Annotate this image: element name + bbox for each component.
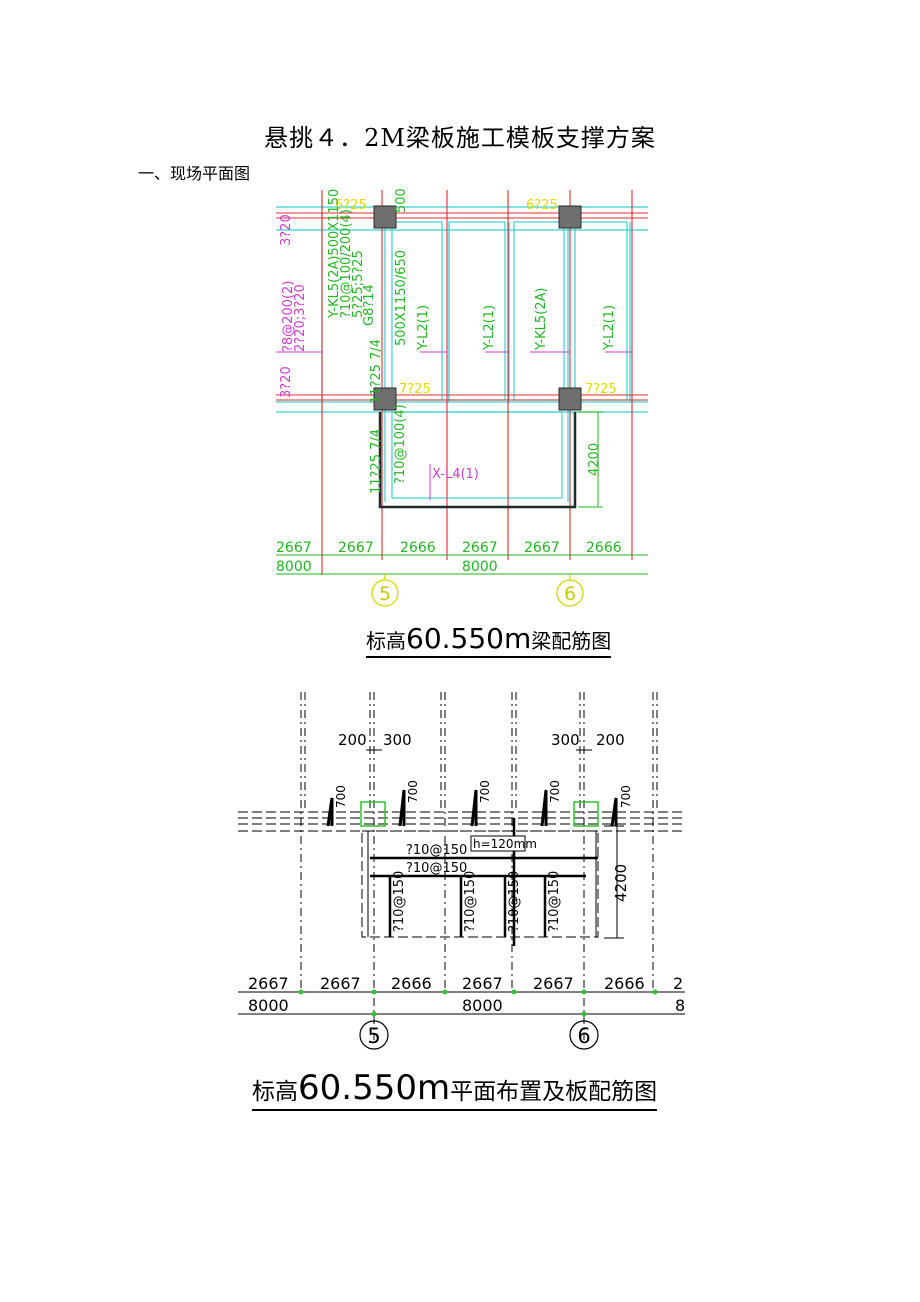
column-6 [573,801,599,827]
left-mid-stirrup: ?8@200(2) [281,281,296,352]
kl5-label-a: Y-KL5(2A)500X1150 [327,189,342,319]
dim2-1-1: 2667 [248,974,289,993]
kl5-label-c: 5?25;5?25 [351,250,366,318]
left-mid-bars: 2?20;3?20 [293,284,308,352]
top-bar-length-4: 700 [548,780,562,803]
top-bar-length-1: 700 [334,785,348,808]
dim2-2-2: 8000 [462,996,503,1015]
dim-1-2: 2667 [338,540,374,556]
dim2-1-3: 2666 [391,974,432,993]
dim2-1-6: 2666 [604,974,645,993]
dim-2-1: 8000 [276,559,312,575]
span-label-a: 11?25 7/4 [369,339,384,404]
slab-outline [276,196,648,502]
beam-l2-label-b: Y-L2(1) [482,305,497,351]
axis2-label-5: 5 [367,1024,380,1048]
axis2-bubble-6 [569,1020,599,1050]
column-6-top [558,205,582,229]
section-heading: 一、现场平面图 [138,164,251,183]
dim-1-5: 2667 [524,540,560,556]
slab-thickness: h=120mm [473,837,537,851]
top-size-label: 500 [394,188,409,213]
beam-kl5-mid-label: Y-KL5(2A) [534,288,549,351]
drawing2-caption: 标高60.550m平面布置及板配筋图 [252,1068,658,1111]
top-bar-length-5: 700 [619,785,633,808]
dim2-1-2: 2667 [320,974,361,993]
column-6-bottom [558,387,582,411]
left-offset-b: 300 [383,731,412,749]
axis2-label-6: 6 [577,1024,590,1048]
drawing1-caption: 标高60.550m梁配筋图 [366,622,612,658]
right-offset-a: 300 [551,731,580,749]
top-bar-length-2: 700 [406,780,420,803]
axis-label-6: 6 [564,583,576,605]
slab-bar-top: ?10@150 [406,843,467,858]
dim2-1-5: 2667 [533,974,574,993]
cantilever-beam-outline [378,412,577,509]
beam-l2-label-c: Y-L2(1) [602,305,617,351]
axis2-bubble-5 [359,1020,389,1050]
dim-1-4: 2667 [462,540,498,556]
left-offset-a: 200 [338,731,367,749]
right-offset-b: 200 [596,731,625,749]
top-right-bars: 6?25 [526,198,558,213]
left-top-bars: 3?20 [279,214,294,246]
dim-1-3: 2666 [400,540,436,556]
stirrup-label: ?10@100(4) [393,404,408,484]
kl5-label-b: ?10@100/200(4) [339,209,354,318]
span-label-b: 11?25 7/4 [369,429,384,494]
top-left-bars: 6?25 [335,198,367,213]
dim2-2-1: 8000 [248,996,289,1015]
vertical-bar-2: ?10@150 [463,871,478,932]
mid-right-bars: 7?25 [585,382,617,397]
vertical-bar-4: ?10@150 [547,871,562,932]
column-size-label: 500X1150/650 [394,250,409,346]
dim2-1-4: 2667 [462,974,503,993]
beam-xl4-label: X-L4(1) [432,467,479,482]
top-bar-length-3: 700 [478,780,492,803]
column-5-top [373,205,397,229]
slab-bar-mid: ?10@150 [406,861,467,876]
column-5-bottom [373,387,397,411]
vertical-bar-3: ?10@150 [507,871,522,932]
axis-label-5: 5 [379,583,391,605]
axis-bubble-6 [556,579,584,607]
cantilever-dimension-2: 4200 [612,864,630,902]
beam-l2-label-a: Y-L2(1) [416,305,431,351]
dim-1-1: 2667 [276,540,312,556]
column-5 [360,801,386,827]
dim2-2-3: 8 [675,996,685,1015]
axis-bubble-5 [371,579,399,607]
document-title: 悬挑４．2M梁板施工模板支撑方案 [264,124,656,152]
kl5-label-d: G8?14 [362,284,377,326]
dim-1-6: 2666 [586,540,622,556]
vertical-bar-1: ?10@150 [392,871,407,932]
dim-2-2: 8000 [462,559,498,575]
mid-left-bars: 7?25 [399,382,431,397]
dim2-1-7: 2 [673,974,683,993]
left-bottom-bars: 3?20 [279,366,294,398]
axis-lines [276,190,648,575]
